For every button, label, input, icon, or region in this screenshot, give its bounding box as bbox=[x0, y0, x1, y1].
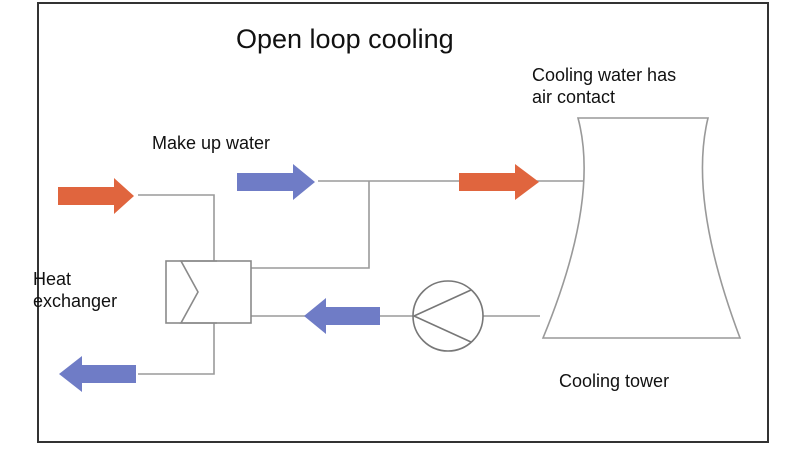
air-contact-label: Cooling water has air contact bbox=[532, 65, 677, 107]
cold-outlet-arrow bbox=[59, 356, 136, 392]
pump-flow-arrow bbox=[304, 298, 380, 334]
make-up-water-label: Make up water bbox=[152, 133, 271, 153]
hot-inlet-arrow bbox=[58, 178, 134, 214]
heat-exchanger-label: Heat exchanger bbox=[33, 269, 118, 311]
cooling-tower-label: Cooling tower bbox=[559, 371, 670, 391]
heat-exchanger-icon bbox=[165, 260, 252, 324]
exchanger-return-pipe bbox=[251, 181, 370, 269]
hot-inlet-pipe bbox=[138, 194, 215, 261]
hot-to-tower-arrow bbox=[459, 164, 539, 200]
makeup-water-arrow bbox=[237, 164, 315, 200]
diagram-title: Open loop cooling bbox=[236, 24, 454, 54]
pump-icon bbox=[412, 280, 484, 352]
cold-outlet-pipe bbox=[138, 323, 215, 375]
diagram-frame bbox=[37, 2, 769, 443]
cooling-tower-icon bbox=[541, 117, 742, 339]
pipe-network bbox=[138, 180, 590, 375]
